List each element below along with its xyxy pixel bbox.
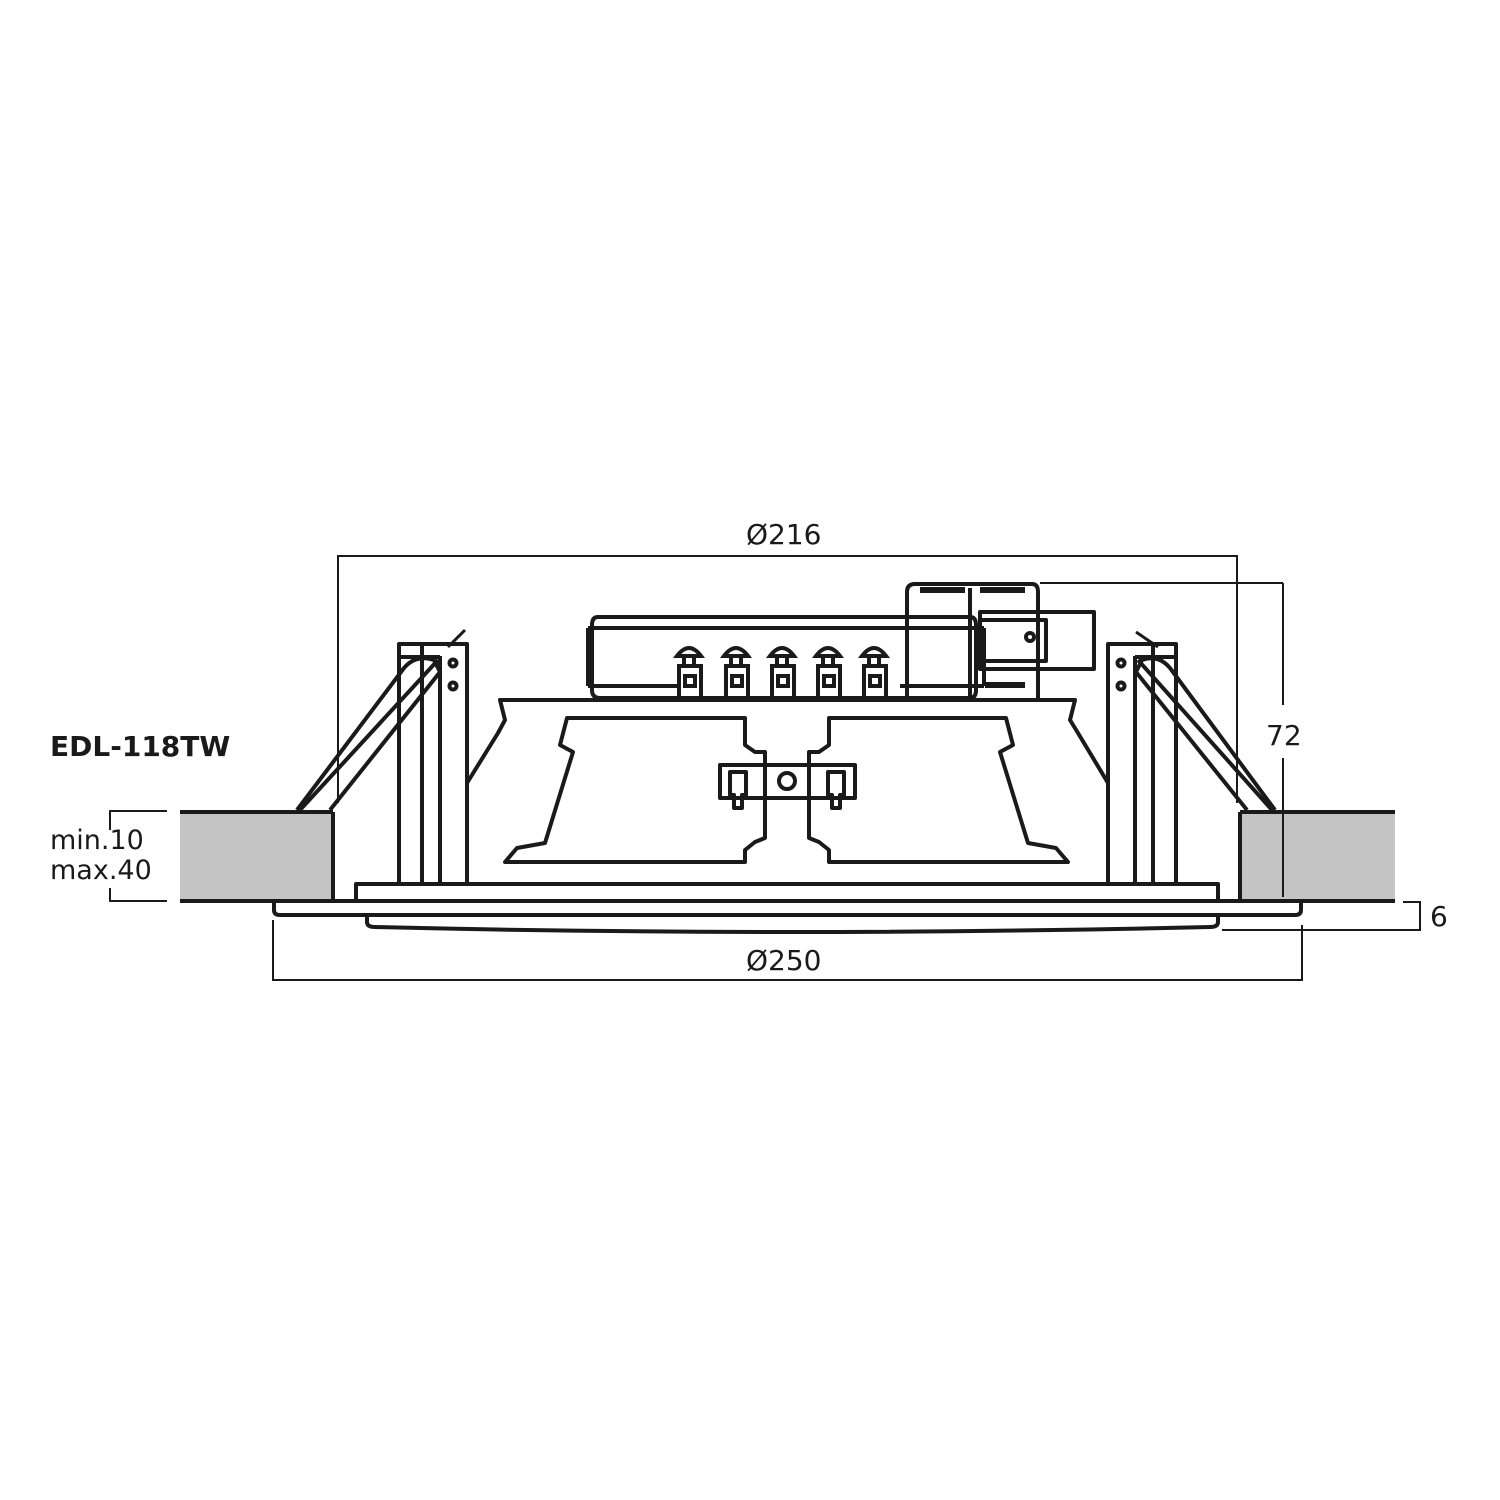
ceiling-block-right: [1240, 812, 1395, 901]
terminal-4: [811, 646, 845, 700]
baffle-plate: [354, 882, 1220, 903]
ceiling-thickness-bracket: [109, 810, 167, 830]
terminal-2: [719, 646, 753, 700]
ceiling-min-label: min.10: [50, 825, 144, 856]
grille: [365, 915, 1220, 934]
center-connector: [718, 763, 857, 800]
height-label: 72: [1266, 719, 1302, 752]
terminal-1: [672, 646, 706, 700]
terminal-3: [765, 646, 799, 700]
ceiling-block-left: [180, 812, 332, 901]
bottom-diameter-label: Ø250: [746, 944, 822, 977]
flange-thickness-label: 6: [1430, 900, 1448, 933]
top-diameter-label: Ø216: [746, 518, 822, 551]
transformer: [905, 582, 1040, 698]
dimension-line-6: [1222, 901, 1421, 931]
flange: [272, 901, 1303, 917]
ceiling-max-label: max.40: [50, 855, 152, 886]
terminal-5: [857, 646, 891, 700]
terminal-screws: [672, 646, 891, 700]
model-title: EDL-118TW: [50, 730, 231, 763]
dimension-line-250: [272, 920, 1303, 981]
dimension-line-216: [337, 555, 1238, 603]
